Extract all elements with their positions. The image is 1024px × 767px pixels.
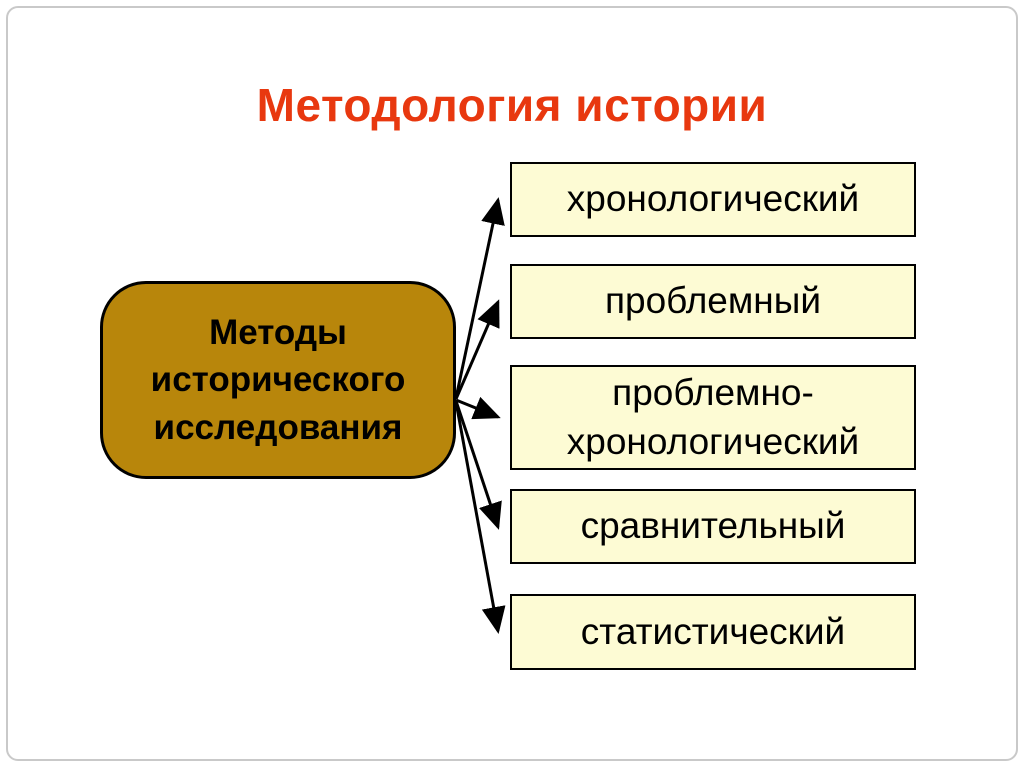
slide-title: Методология истории (256, 79, 768, 131)
method-label-statistical: статистический (580, 610, 846, 652)
arrow-to-method-4 (454, 400, 502, 530)
method-box-problem: проблемный (510, 264, 916, 339)
method-box-chronological: хронологический (510, 162, 916, 237)
arrow-to-method-3 (455, 396, 501, 420)
source-box: Методы исторического исследования (100, 281, 456, 479)
method-label-comparative: сравнительный (580, 505, 846, 547)
method-box-comparative: сравнительный (510, 489, 916, 564)
method-box-problem-chronological: проблемно- хронологический (510, 365, 916, 470)
source-box-label: Методы исторического исследования (150, 313, 406, 447)
arrow-to-method-5 (454, 401, 506, 634)
method-label-chronological: хронологический (566, 178, 860, 220)
method-label-problem: проблемный (604, 280, 822, 322)
arrow-to-method-1 (454, 197, 505, 399)
method-box-statistical: статистический (510, 594, 916, 670)
arrow-to-method-2 (454, 299, 500, 400)
method-label-problem-chronological: проблемно- хронологический (566, 372, 860, 462)
